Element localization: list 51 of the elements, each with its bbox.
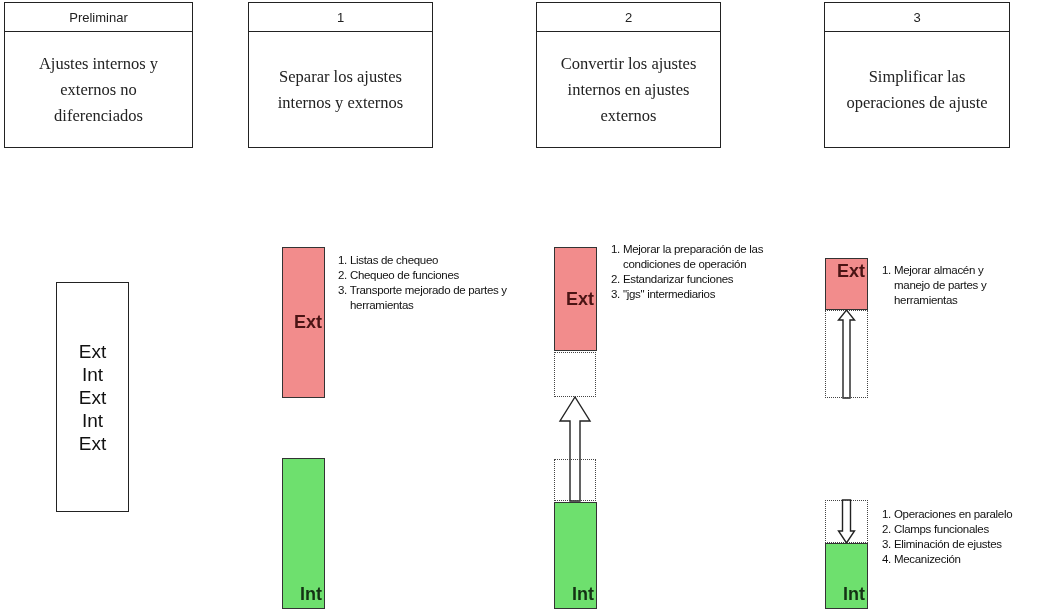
label-text: Simplificar las operaciones de ajuste: [845, 65, 989, 114]
label-text: Int: [572, 584, 595, 605]
internal-bar: [825, 543, 868, 609]
column-header: [248, 2, 433, 32]
label-text: Ext: [78, 385, 107, 409]
description-box: [248, 32, 433, 148]
dashed-box: [554, 352, 596, 397]
list-item: 1. Mejorar almacén y manejo de partes y herramientas: [882, 263, 988, 308]
block-arrow: [837, 499, 856, 545]
list-item: 2. Clamps funcionales: [882, 522, 990, 537]
column-header: [4, 2, 193, 32]
dashed-box: [825, 310, 868, 398]
list-item: 1. Listas de chequeo: [338, 253, 440, 268]
label-text: 1: [336, 9, 345, 25]
label-text: Ext: [78, 431, 107, 455]
description-box: [824, 32, 1010, 148]
sequence-box: [56, 282, 129, 512]
label-text: 3: [913, 9, 921, 25]
label-text: Separar los ajustes internos y externos: [276, 65, 405, 114]
dashed-box: [554, 459, 596, 501]
list-item: 2. Estandarizar funciones: [611, 272, 735, 287]
label-text: Convertir los ajustes internos en ajustes externos: [559, 52, 698, 127]
description-box: [4, 32, 193, 148]
label-text: Int: [300, 584, 323, 605]
list-item: 3. "jgs" intermediarios: [611, 287, 717, 302]
list-item: 3. Eliminación de ejustes: [882, 537, 1003, 552]
label-text: Ext: [837, 261, 866, 282]
label-text: Preliminar: [69, 9, 128, 25]
label-text: Ext: [78, 339, 107, 363]
list-item: 4. Mecanizeción: [882, 552, 962, 567]
external-bar: [282, 247, 325, 398]
list-item: 1. Mejorar la preparación de las condiciones de operación: [611, 242, 765, 272]
list-item: 3. Transporte mejorado de partes y herramientas: [338, 283, 508, 313]
label-text: Ajustes internos y externos no diferenciados: [37, 52, 160, 127]
internal-bar: [282, 458, 325, 609]
label-text: Int: [81, 362, 104, 386]
label-text: Ext: [294, 312, 323, 333]
column-header: [536, 2, 721, 32]
list-item: 2. Chequeo de funciones: [338, 268, 460, 283]
label-text: Int: [843, 584, 866, 605]
label-text: Ext: [566, 288, 595, 310]
internal-bar: [554, 502, 597, 609]
external-bar: [554, 247, 597, 351]
block-arrow: [558, 395, 592, 502]
column-header: [824, 2, 1010, 32]
label-text: Int: [81, 408, 104, 432]
external-bar: [825, 258, 868, 310]
list-item: 1. Operaciones en paralelo: [882, 507, 1014, 522]
label-text: 2: [624, 9, 633, 25]
description-box: [536, 32, 721, 148]
block-arrow: [837, 308, 856, 399]
